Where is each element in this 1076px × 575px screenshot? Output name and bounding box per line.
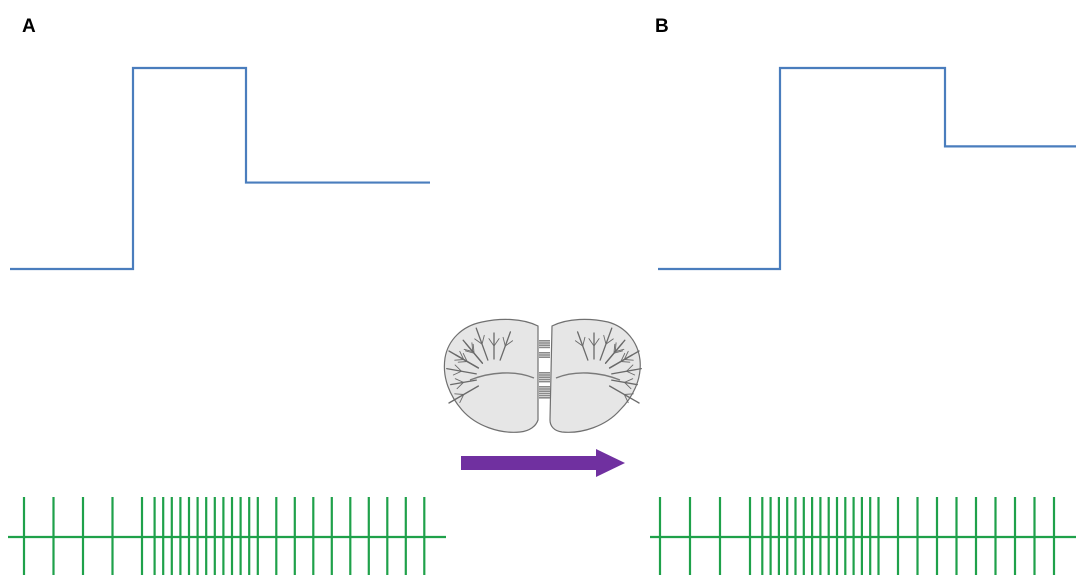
cerebellum-left-hemisphere xyxy=(443,318,539,433)
panel-a-step-signal xyxy=(10,66,430,271)
panel-a: A xyxy=(8,16,446,575)
cerebellum-illustration xyxy=(440,314,642,438)
panel-b-step-signal xyxy=(658,66,1076,271)
cerebellum-vermis xyxy=(539,340,550,399)
panel-b-spike-train xyxy=(650,497,1076,575)
right-arrow-icon xyxy=(461,449,625,477)
panel-b: B xyxy=(650,16,1076,575)
cerebellum-folia xyxy=(446,327,642,404)
panel-b-label: B xyxy=(655,16,669,37)
panel-a-label: A xyxy=(22,16,36,37)
cerebellum-cross-section xyxy=(443,318,642,433)
panel-a-spike-train xyxy=(8,497,446,575)
